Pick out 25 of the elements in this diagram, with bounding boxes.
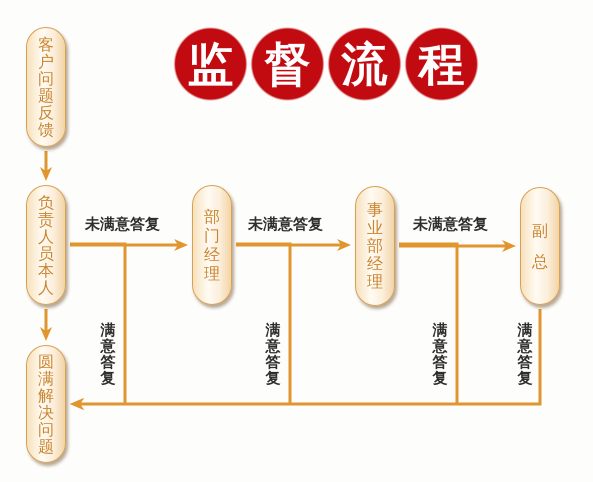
- arrow: [40, 151, 52, 181]
- edge-label: 满意答复: [264, 322, 282, 386]
- edge-label: 未满意答复: [85, 216, 160, 232]
- edge-label: 未满意答复: [413, 216, 488, 232]
- edge-label: 满意答复: [431, 322, 448, 386]
- step-label: 客户问题反馈: [36, 36, 55, 138]
- step-label: 圆满解决问题: [36, 353, 55, 455]
- arrow: [70, 239, 188, 251]
- process-box: [192, 185, 232, 305]
- arrow: [70, 309, 542, 410]
- edge-label: 满意答复: [516, 322, 534, 386]
- step-label: 负责人员本人: [36, 194, 55, 296]
- arrow: [40, 309, 52, 341]
- step-label: 副总: [530, 220, 549, 273]
- arrow: [399, 240, 516, 252]
- process-box: [26, 27, 66, 147]
- edge-label: 满意答复: [99, 322, 116, 386]
- step-label: 部门经理: [202, 207, 221, 283]
- process-box: [26, 345, 66, 463]
- arrow: [236, 239, 351, 251]
- process-box: [26, 185, 66, 305]
- process-box: [355, 186, 395, 306]
- edge-label: 未满意答复: [248, 216, 323, 232]
- step-label: 事业部经理: [366, 201, 384, 291]
- process-box: [520, 187, 560, 305]
